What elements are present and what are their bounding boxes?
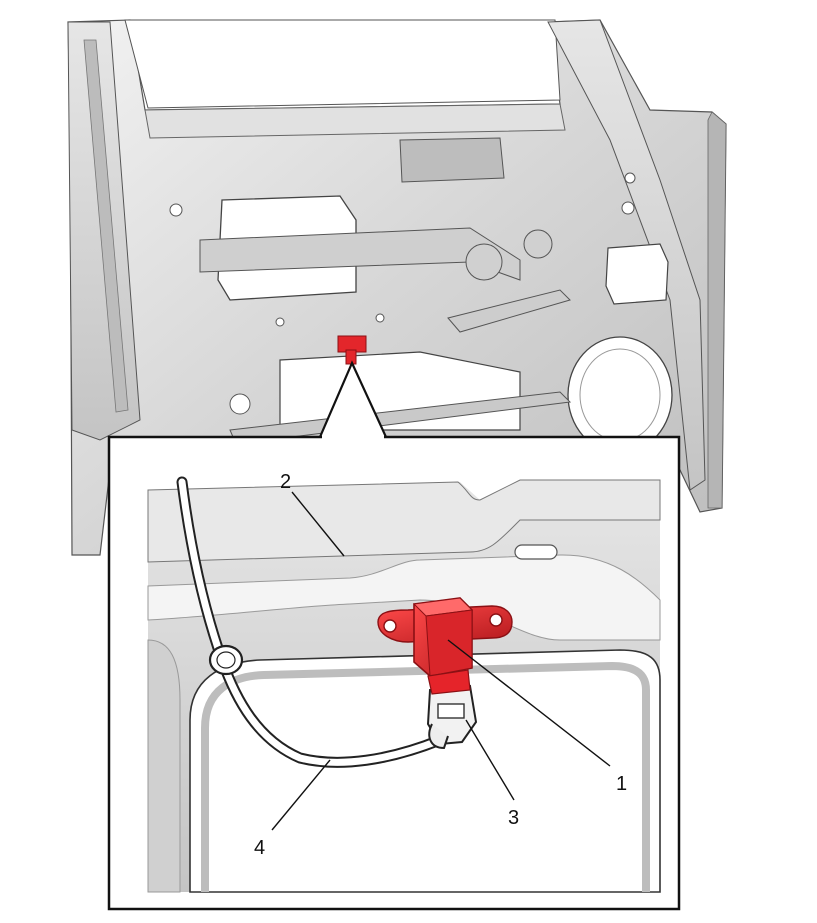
- speaker-opening: [567, 336, 673, 454]
- window-opening: [124, 19, 561, 109]
- harness-clip: [208, 644, 244, 676]
- wiring-harness: [176, 476, 446, 768]
- right-upper-cutout: [605, 243, 669, 305]
- electrical-connector: [426, 684, 478, 750]
- leader-line-3: [465, 719, 515, 801]
- mount-hole-left: [383, 619, 397, 633]
- leader-line-4: [271, 759, 331, 831]
- leader-line-1: [447, 639, 611, 767]
- callout-4: 4: [254, 837, 265, 859]
- side-impact-sensor-overview: [337, 335, 367, 365]
- callout-1: 1: [616, 773, 627, 795]
- detail-inset: 1 2 3 4: [107, 435, 681, 911]
- right-pillar: [547, 19, 706, 491]
- leader-line-2: [291, 491, 345, 557]
- callout-3: 3: [508, 807, 519, 829]
- inset-lower-opening: [189, 649, 661, 893]
- door-inner-panel: [67, 19, 727, 556]
- side-impact-sensor: [377, 597, 513, 695]
- callout-2: 2: [280, 471, 291, 493]
- flange-slot: [514, 544, 558, 560]
- mount-hole-right: [489, 613, 503, 627]
